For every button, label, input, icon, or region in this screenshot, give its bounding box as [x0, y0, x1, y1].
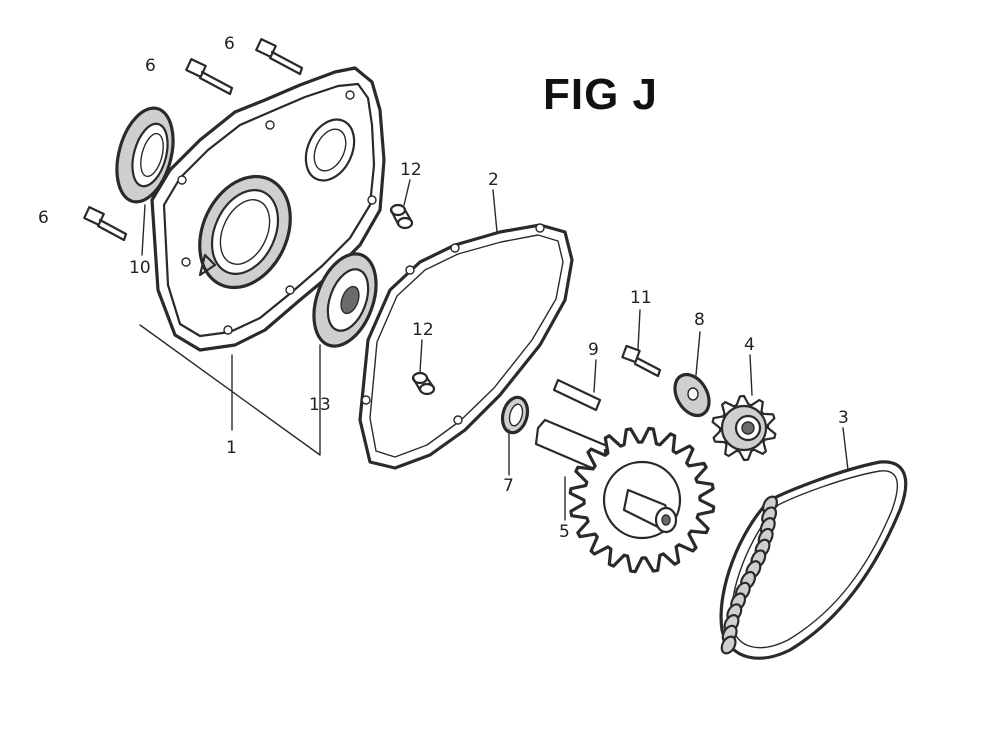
callout-5: 5	[559, 522, 570, 542]
dowel-pin-upper	[389, 203, 414, 230]
flange-bolt-mid	[185, 58, 234, 96]
callout-8: 8	[694, 310, 705, 330]
callout-7: 7	[503, 476, 514, 496]
callout-6-mid: 6	[145, 56, 156, 76]
leader-lines	[139, 179, 849, 521]
callout-11: 11	[630, 288, 652, 308]
thrust-washer	[500, 395, 530, 435]
transmission-case	[150, 66, 386, 352]
sprocket-bolt	[621, 344, 662, 378]
ball-bearing	[312, 252, 378, 348]
output-shaft-sprocket	[534, 418, 716, 574]
drive-sprocket	[711, 394, 777, 462]
drive-chain	[719, 460, 908, 660]
callout-3: 3	[838, 408, 849, 428]
flange-bolt-top	[255, 38, 304, 76]
woodruff-key	[552, 378, 602, 412]
callout-4: 4	[744, 335, 755, 355]
oil-seal	[115, 106, 175, 204]
callout-1: 1	[226, 438, 237, 458]
callout-12-upper: 12	[400, 160, 422, 180]
flange-bolt-left	[83, 206, 128, 242]
callout-13: 13	[309, 395, 331, 415]
dowel-pin-lower	[411, 371, 436, 396]
callout-6-left: 6	[38, 208, 49, 228]
callout-2: 2	[488, 170, 499, 190]
callout-9: 9	[588, 340, 599, 360]
figure-title: FIG J	[543, 70, 659, 119]
callout-10: 10	[129, 258, 151, 278]
callout-12-lower: 12	[412, 320, 434, 340]
callout-6-top: 6	[224, 34, 235, 54]
plain-washer	[673, 372, 711, 418]
gasket	[358, 223, 574, 470]
chain-link	[720, 635, 737, 655]
